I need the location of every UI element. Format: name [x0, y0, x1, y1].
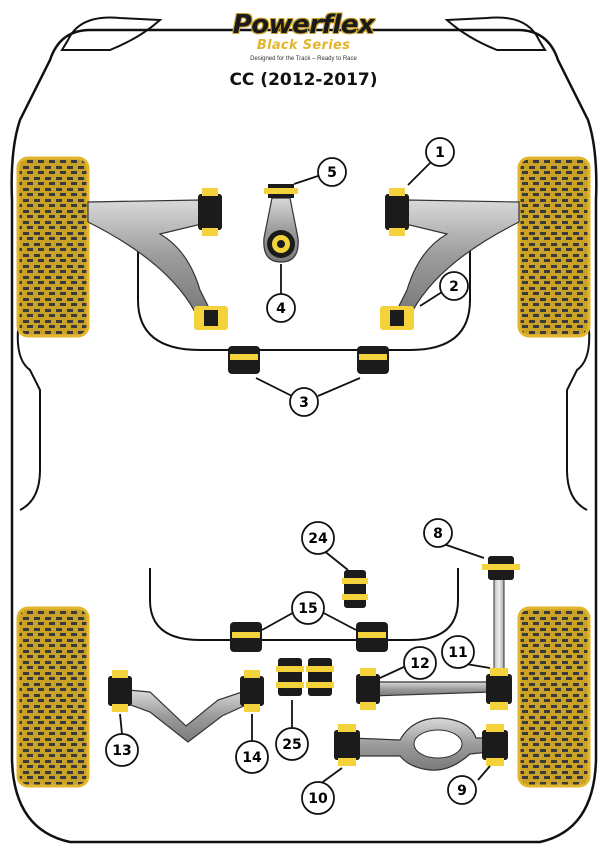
svg-text:25: 25 — [282, 737, 301, 753]
callout-1: 1 — [425, 137, 455, 167]
car-body-outline — [10, 28, 598, 844]
bush-front-left-2 — [194, 306, 228, 330]
engine-mount-bush-5-sleeve — [264, 188, 298, 194]
bush-front-left-1 — [198, 188, 222, 236]
bush-rear-arb-right-15 — [356, 622, 388, 652]
svg-text:3: 3 — [299, 395, 309, 411]
callout-14: 14 — [235, 740, 269, 774]
callout-24: 24 — [301, 521, 335, 555]
bush-rear-arb-left-15 — [230, 622, 262, 652]
bush-front-arb-left-3 — [228, 346, 260, 374]
svg-text:10: 10 — [308, 791, 328, 807]
callout-5: 5 — [317, 157, 347, 187]
svg-text:9: 9 — [457, 783, 467, 799]
svg-text:1: 1 — [435, 145, 445, 161]
bush-rear-right-11 — [486, 668, 512, 710]
car-body-inner — [60, 16, 163, 51]
bush-24 — [342, 570, 368, 608]
bush-rear-right-12 — [356, 668, 380, 710]
callout-11: 11 — [441, 635, 475, 669]
bush-rear-left-14 — [240, 670, 264, 712]
car-body-inner-right — [444, 16, 547, 51]
svg-text:13: 13 — [112, 743, 131, 759]
bush-front-right-1 — [385, 188, 409, 236]
svg-text:14: 14 — [242, 750, 262, 766]
callout-8: 8 — [423, 518, 453, 548]
callout-3: 3 — [289, 387, 319, 417]
front-subframe-outline — [137, 228, 471, 351]
callout-2: 2 — [439, 271, 469, 301]
svg-text:2: 2 — [449, 279, 459, 295]
svg-text:12: 12 — [410, 656, 429, 672]
rear-left-lower-arm — [127, 689, 249, 743]
svg-text:15: 15 — [298, 601, 317, 617]
bush-rear-right-8 — [482, 556, 520, 580]
engine-mount-bush-4-bolt — [277, 240, 285, 248]
callout-15: 15 — [291, 591, 325, 625]
callout-10: 10 — [301, 781, 335, 815]
tyre-rear-left — [16, 606, 90, 788]
bush-rear-right-9 — [482, 724, 508, 766]
rear-anti-roll-bar — [149, 568, 459, 641]
brand-logo-name: Powerflex — [232, 10, 375, 40]
brand-tagline: Designed for the Track – Ready to Race — [250, 56, 357, 62]
callout-25: 25 — [275, 727, 309, 761]
svg-text:8: 8 — [433, 526, 443, 542]
rear-right-arm-cutout — [413, 729, 463, 759]
callout-9: 9 — [447, 775, 477, 805]
bush-rear-left-13 — [108, 670, 132, 712]
callout-4: 4 — [266, 293, 296, 323]
bush-25 — [276, 658, 334, 696]
model-title: CC (2012-2017) — [229, 70, 378, 90]
callout-13: 13 — [105, 733, 139, 767]
bush-rear-right-10 — [334, 724, 360, 766]
rear-right-toe-link — [493, 573, 505, 685]
cabin-line-right — [566, 329, 591, 511]
svg-text:4: 4 — [276, 301, 286, 317]
bush-front-right-2 — [380, 306, 414, 330]
tyre-front-left — [16, 156, 90, 338]
bush-front-arb-right-3 — [357, 346, 389, 374]
callout-12: 12 — [403, 646, 437, 680]
svg-text:5: 5 — [327, 165, 337, 181]
tyre-front-right — [517, 156, 591, 338]
front-left-wishbone — [87, 199, 211, 313]
svg-text:24: 24 — [308, 531, 328, 547]
cabin-line — [16, 329, 41, 511]
svg-text:11: 11 — [448, 645, 467, 661]
tyre-rear-right — [517, 606, 591, 788]
rear-right-upper-arm — [371, 681, 491, 697]
brand-logo-series: Black Series — [256, 38, 351, 53]
